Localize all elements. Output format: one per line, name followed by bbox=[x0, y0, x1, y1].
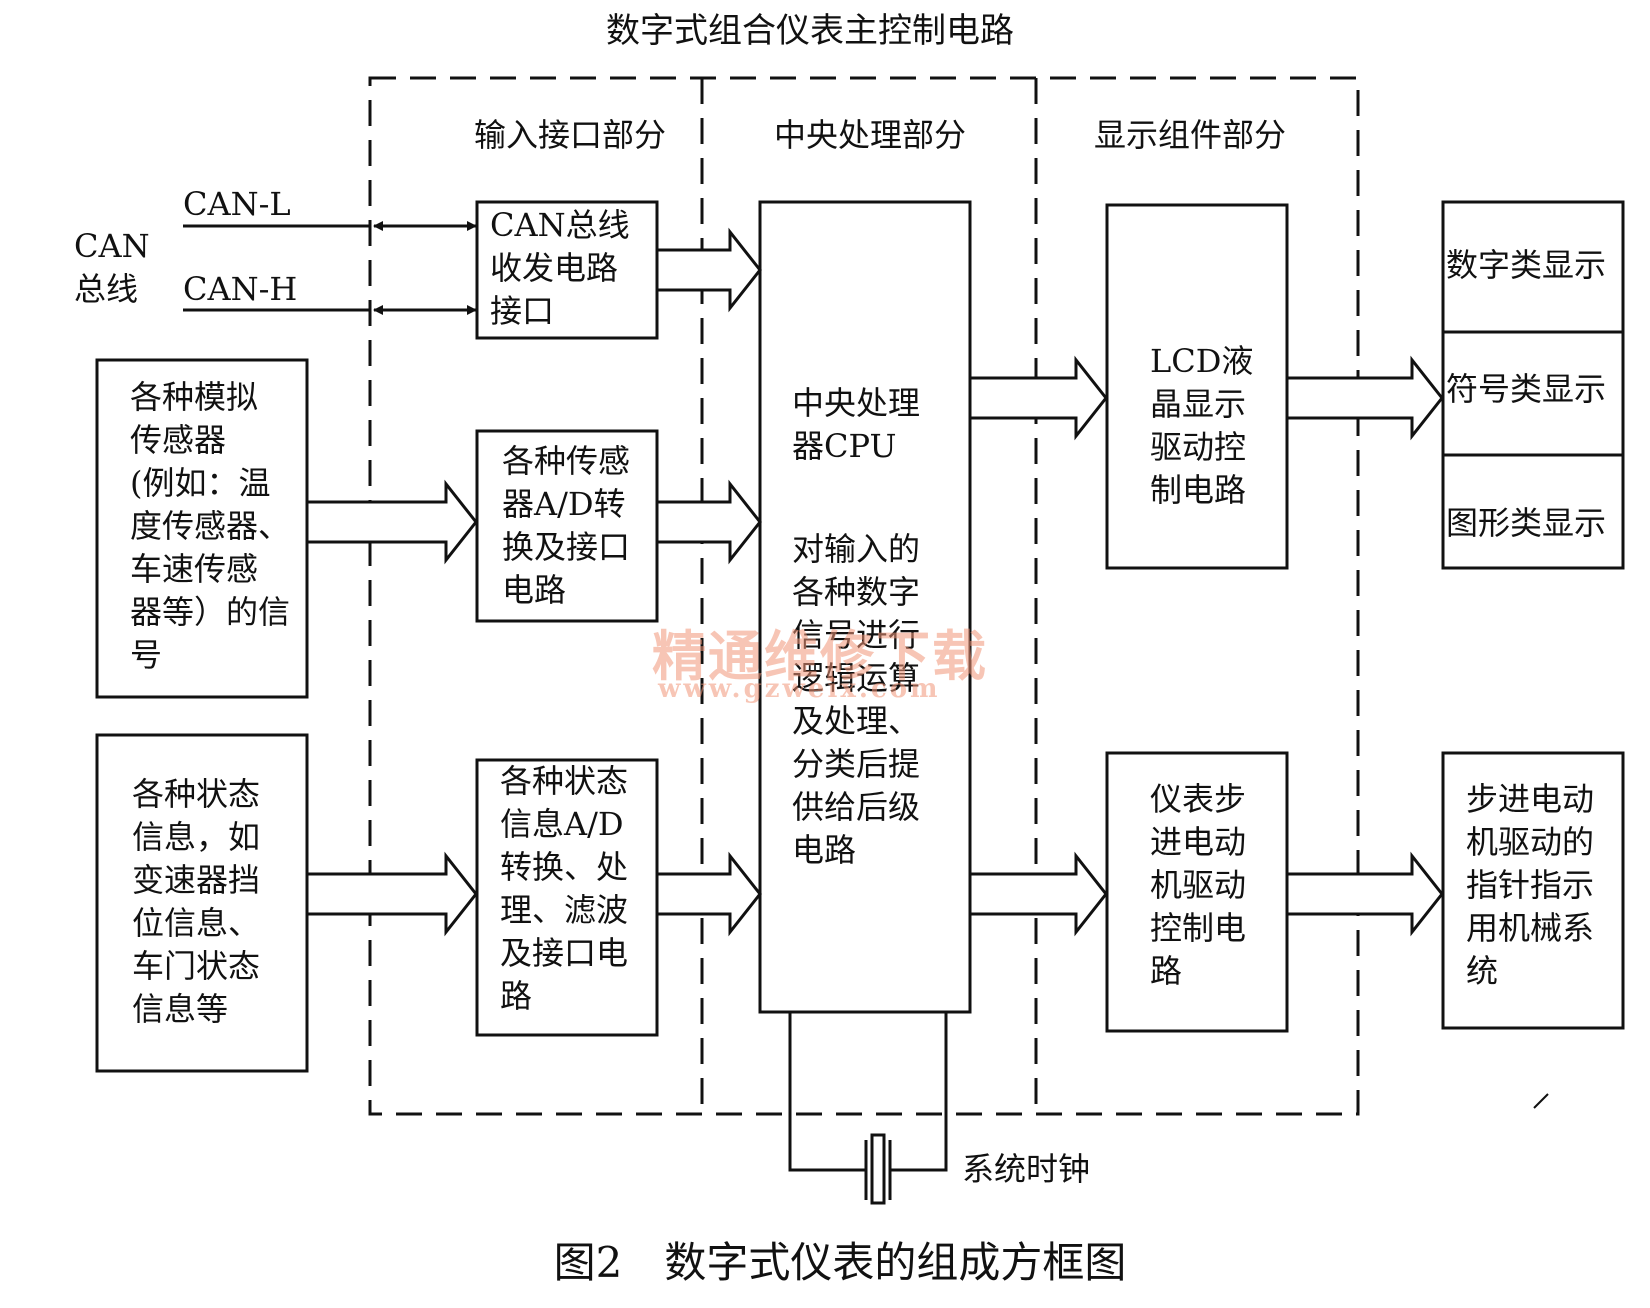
section-cpu-label: 中央处理部分 bbox=[773, 116, 966, 154]
display-types-box bbox=[1441, 200, 1625, 570]
system-clock-label: 系统时钟 bbox=[962, 1150, 1091, 1188]
status-info-text: 各种状态 信息，如 变速器挡 位信息、 车门状态 信息等 bbox=[132, 775, 261, 1028]
status-ad-text: 各种状态 信息A/D 转换、处 理、滤波 及接口电 路 bbox=[500, 762, 629, 1015]
can-l-label: CAN-L bbox=[183, 185, 291, 223]
pointer-system-text: 步进电动 机驱动的 指针指示 用机械系 统 bbox=[1466, 780, 1595, 990]
analog-sensor-text: 各种模拟 传感器 (例如：温 度传感器、 车速传感 器等）的信 号 bbox=[130, 378, 291, 674]
diagram-title: 数字式组合仪表主控制电路 bbox=[606, 11, 1014, 51]
arrow-lcd-to-display bbox=[1285, 355, 1444, 441]
arrow-cpu-to-lcd bbox=[968, 355, 1108, 441]
cpu-box bbox=[758, 200, 972, 1014]
clock-wire-right bbox=[890, 1012, 948, 1172]
arrow-can-to-cpu bbox=[655, 227, 762, 313]
can-bus-label: CAN 总线 bbox=[74, 227, 150, 308]
arrow-ad-to-cpu bbox=[655, 479, 762, 565]
symbol-display-text: 符号类显示 bbox=[1446, 370, 1607, 408]
arrow-status-ad-to-cpu bbox=[655, 851, 762, 937]
cpu-desc-text: 对输入的 各种数字 信号进行 逻辑运算 及处理、 分类后提 供给后级 电路 bbox=[792, 530, 921, 869]
can-h-label: CAN-H bbox=[183, 270, 298, 308]
digital-display-text: 数字类显示 bbox=[1446, 246, 1607, 284]
clock-wire-left bbox=[788, 1012, 866, 1172]
stray-mark bbox=[1533, 1093, 1549, 1109]
arrow-status-to-ad bbox=[305, 851, 478, 937]
pointer-system-box bbox=[1441, 751, 1625, 1030]
crystal-body bbox=[870, 1133, 886, 1205]
stepper-driver-text: 仪表步 进电动 机驱动 控制电 路 bbox=[1150, 780, 1247, 990]
can-transceiver-text: CAN总线 收发电路 接口 bbox=[490, 206, 630, 330]
arrow-cpu-to-stepper bbox=[968, 851, 1108, 937]
section-input-label: 输入接口部分 bbox=[473, 116, 666, 154]
section-display-label: 显示组件部分 bbox=[1093, 116, 1286, 154]
cpu-name-text: 中央处理 器CPU bbox=[792, 384, 921, 465]
figure-caption: 图2 数字式仪表的组成方框图 bbox=[553, 1238, 1127, 1287]
lcd-driver-text: LCD液 晶显示 驱动控 制电路 bbox=[1150, 342, 1254, 509]
sensor-ad-text: 各种传感 器A/D转 换及接口 电路 bbox=[502, 442, 631, 609]
watermark-url: www.gzweix.com bbox=[658, 674, 941, 704]
control-circuit-boundary bbox=[368, 76, 1360, 1116]
arrow-stepper-to-pointer bbox=[1285, 851, 1444, 937]
watermark-name: 精通维修下载 bbox=[652, 624, 988, 688]
arrow-sensor-to-ad bbox=[305, 479, 478, 565]
graphic-display-text: 图形类显示 bbox=[1446, 504, 1607, 542]
